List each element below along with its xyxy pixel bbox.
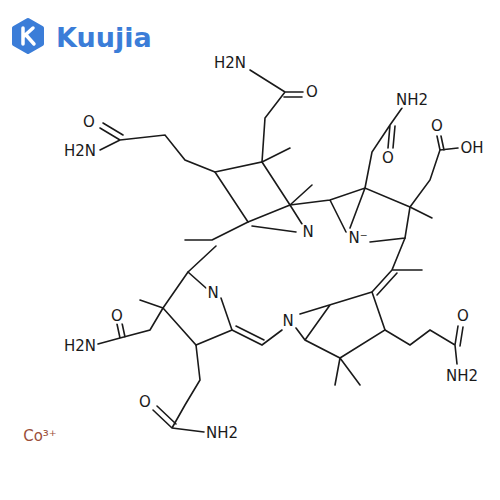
bonds — [98, 70, 463, 432]
atom-label: O — [82, 115, 96, 130]
atom-label: NH2 — [395, 93, 429, 108]
atom-label: O — [305, 85, 319, 100]
atom-label: NH2 — [205, 426, 239, 441]
atom-label: N — [281, 314, 294, 329]
atom-label: O — [430, 119, 444, 134]
watermark-logo — [14, 20, 42, 52]
atom-label: O — [110, 309, 124, 324]
atom-label: N — [206, 286, 219, 301]
ion-label: Co³⁺ — [22, 429, 58, 444]
atom-label: N — [301, 225, 314, 240]
watermark: Kuujia — [55, 24, 153, 51]
atom-label: H2N — [63, 144, 97, 159]
atom-label: NH2 — [445, 369, 479, 384]
atom-label: O — [381, 151, 395, 166]
atom-label: OH — [459, 141, 484, 156]
atom-label: O — [138, 395, 152, 410]
atom-label: O — [456, 309, 470, 324]
atom-label: H2N — [63, 339, 97, 354]
atom-label: H2N — [213, 56, 247, 71]
atom-label: N⁻ — [347, 231, 368, 246]
